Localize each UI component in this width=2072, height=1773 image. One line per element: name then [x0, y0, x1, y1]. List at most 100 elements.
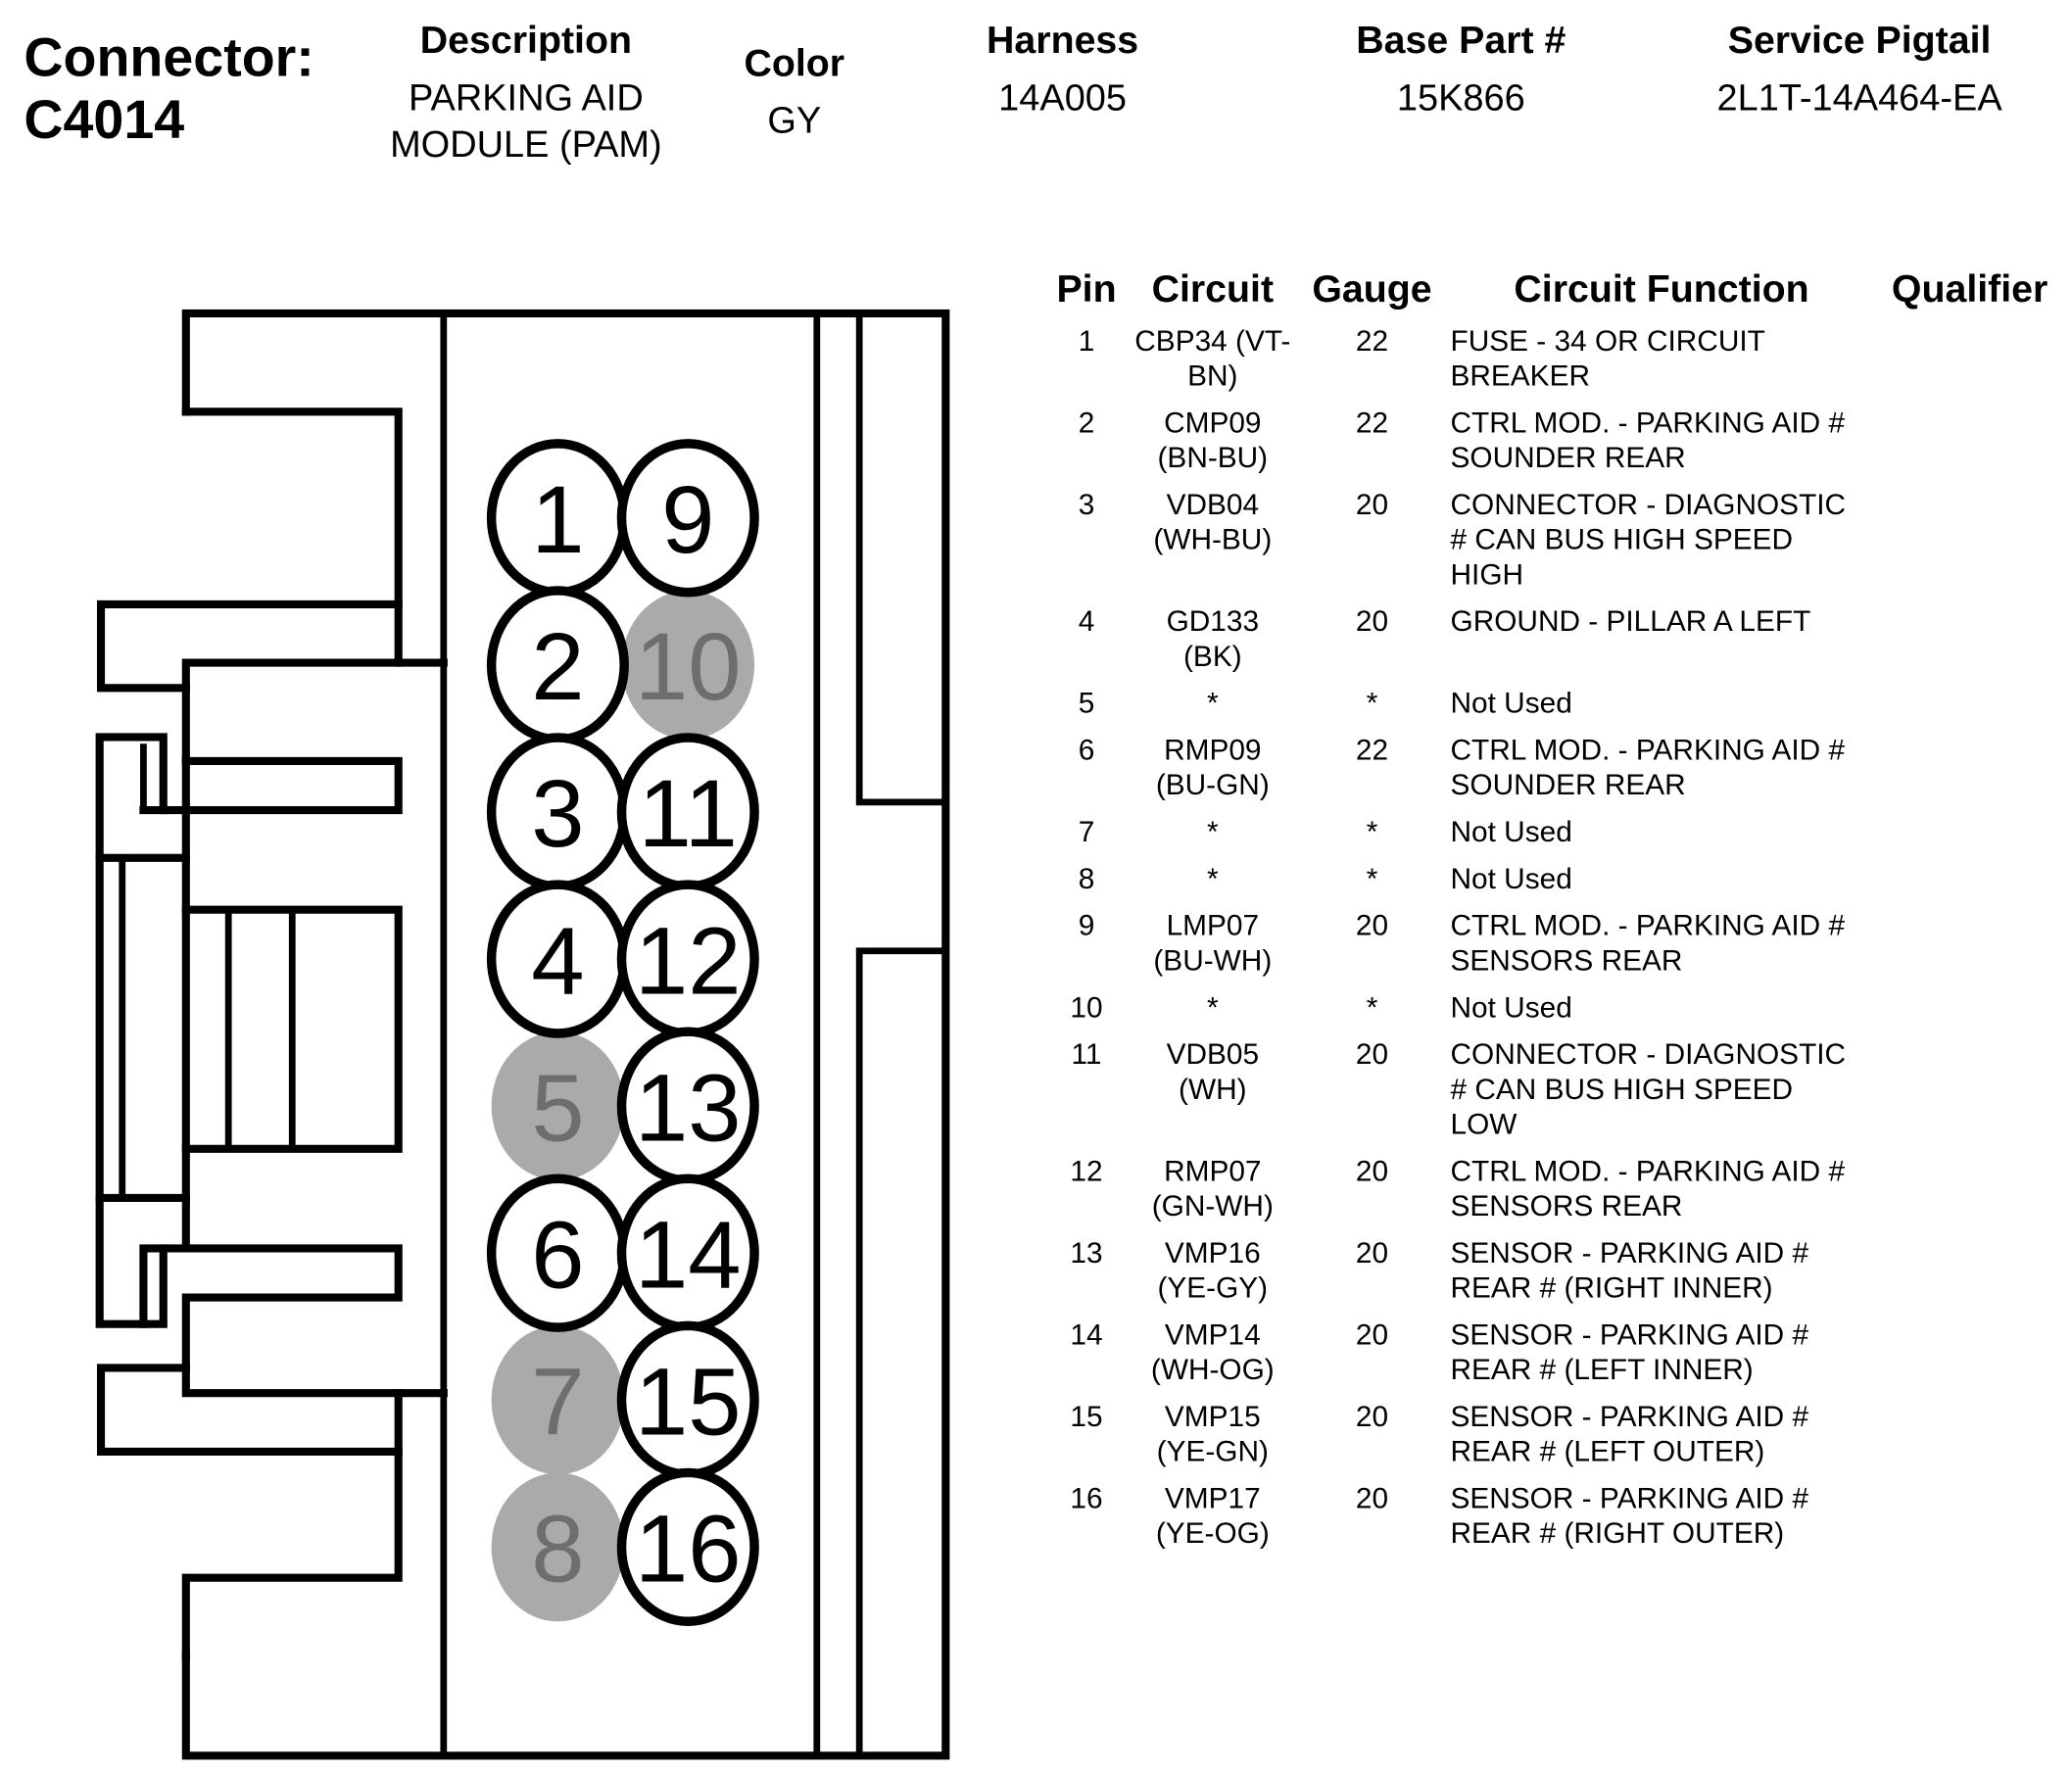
cell-circuit: VDB04 [1167, 489, 1259, 521]
cell-function: SENSORS REAR [1451, 944, 1683, 977]
cell-pin: 6 [1079, 735, 1095, 767]
latch-step-1 [181, 658, 448, 765]
description-line-2: MODULE (PAM) [390, 124, 662, 166]
pin-number: 12 [635, 907, 742, 1014]
pinout-table: Pin Circuit Gauge Circuit Function Quali… [1056, 267, 2048, 1550]
description-line-1: PARKING AID [409, 78, 644, 120]
cell-circuit: (BN-BU) [1158, 442, 1269, 474]
cell-circuit: CBP34 (VT- [1134, 325, 1290, 358]
color-value: GY [767, 101, 821, 142]
cell-function: # CAN BUS HIGH SPEED [1451, 1074, 1794, 1106]
cell-function: CONNECTOR - DIAGNOSTIC [1451, 489, 1847, 521]
pin-cavity: 13 [616, 1027, 759, 1185]
harness-label: Harness [987, 19, 1138, 62]
cell-gauge: 20 [1356, 489, 1388, 521]
service-pigtail-value: 2L1T-14A464-EA [1716, 78, 2002, 120]
cell-circuit: RMP07 [1164, 1155, 1261, 1187]
cell-function: REAR # (RIGHT OUTER) [1451, 1517, 1785, 1550]
pin-cavity: 7 [491, 1325, 625, 1475]
pin-cavity: 10 [621, 590, 755, 740]
cell-circuit: * [1207, 688, 1219, 720]
cell-function: CTRL MOD. - PARKING AID # [1451, 1155, 1846, 1187]
latch-lower-arm [96, 1364, 403, 1456]
cell-function: FUSE - 34 OR CIRCUIT [1451, 325, 1765, 358]
cell-function: CTRL MOD. - PARKING AID # [1451, 735, 1846, 767]
pin-cavity: 9 [616, 439, 759, 598]
pin-cavity: 8 [491, 1472, 625, 1622]
latch-top-tab [181, 407, 403, 667]
description-label: Description [420, 19, 632, 62]
cell-circuit: (WH-BU) [1153, 524, 1272, 556]
cell-pin: 11 [1072, 1038, 1102, 1071]
pin-cavity: 1 [486, 439, 629, 598]
pin-number: 14 [635, 1201, 742, 1308]
latch-bottom-tab [181, 1447, 403, 1660]
cell-function: SENSOR - PARKING AID # [1451, 1318, 1809, 1351]
table-row: 10**Not Used [1070, 991, 1571, 1024]
cell-circuit: * [1207, 816, 1219, 848]
cell-gauge: * [1367, 991, 1378, 1024]
header-gauge: Gauge [1312, 267, 1431, 311]
cell-gauge: * [1367, 863, 1378, 895]
header-pin: Pin [1056, 267, 1116, 311]
pin-number: 1 [531, 466, 584, 573]
cell-circuit: * [1207, 863, 1219, 895]
pin-number: 4 [531, 907, 584, 1014]
cell-circuit: (YE-GY) [1157, 1271, 1268, 1304]
cell-gauge: 20 [1356, 1318, 1388, 1351]
cell-circuit: (WH) [1179, 1074, 1247, 1106]
cell-function: REAR # (LEFT INNER) [1451, 1354, 1754, 1386]
cell-function: SENSOR - PARKING AID # [1451, 1237, 1809, 1270]
connector-label: Connector: [24, 26, 313, 87]
pin-cavity-unused [621, 590, 755, 740]
table-row: 5**Not Used [1079, 688, 1572, 720]
header: Connector: C4014 Description PARKING AID… [24, 19, 2002, 166]
cell-gauge: 20 [1356, 1155, 1388, 1187]
table-row: 7**Not Used [1079, 816, 1572, 848]
lock-channel-lower [855, 947, 946, 1756]
pin-cavity-unused [491, 1031, 625, 1181]
cell-circuit: VMP17 [1165, 1482, 1261, 1514]
cell-function: CONNECTOR - DIAGNOSTIC [1451, 1038, 1847, 1071]
pin-cavity: 12 [616, 880, 759, 1038]
pin-cavity: 16 [616, 1467, 759, 1627]
service-pigtail-label: Service Pigtail [1728, 19, 1992, 62]
cell-pin: 1 [1079, 325, 1095, 358]
cell-function: SENSOR - PARKING AID # [1451, 1401, 1809, 1433]
base-part-label: Base Part # [1356, 19, 1566, 62]
cell-function: REAR # (LEFT OUTER) [1451, 1436, 1765, 1468]
pin-number: 6 [531, 1201, 584, 1308]
base-part-value: 15K866 [1397, 78, 1525, 120]
cell-circuit: VMP16 [1165, 1237, 1261, 1270]
cell-gauge: 20 [1356, 605, 1388, 638]
table-header: Pin Circuit Gauge Circuit Function Quali… [1056, 267, 2048, 311]
cell-function: GROUND - PILLAR A LEFT [1451, 605, 1811, 638]
cell-circuit: VMP14 [1165, 1318, 1261, 1351]
latch-block-upper [95, 733, 168, 1328]
pin-cavity: 2 [486, 586, 629, 744]
cell-function: BREAKER [1451, 360, 1590, 393]
cell-circuit: VMP15 [1165, 1401, 1261, 1433]
cell-pin: 4 [1079, 605, 1095, 638]
cell-circuit: (YE-OG) [1156, 1517, 1270, 1550]
cell-circuit: CMP09 [1164, 407, 1261, 439]
pin-number: 11 [639, 760, 738, 867]
cell-pin: 2 [1079, 407, 1095, 439]
cell-pin: 10 [1070, 991, 1102, 1024]
cell-function: REAR # (RIGHT INNER) [1451, 1271, 1773, 1304]
cell-pin: 12 [1070, 1155, 1102, 1187]
cell-function: Not Used [1451, 863, 1572, 895]
pin-cavity: 6 [486, 1174, 629, 1332]
cell-circuit: (WH-OG) [1151, 1354, 1275, 1386]
cell-circuit: GD133 [1167, 605, 1259, 638]
